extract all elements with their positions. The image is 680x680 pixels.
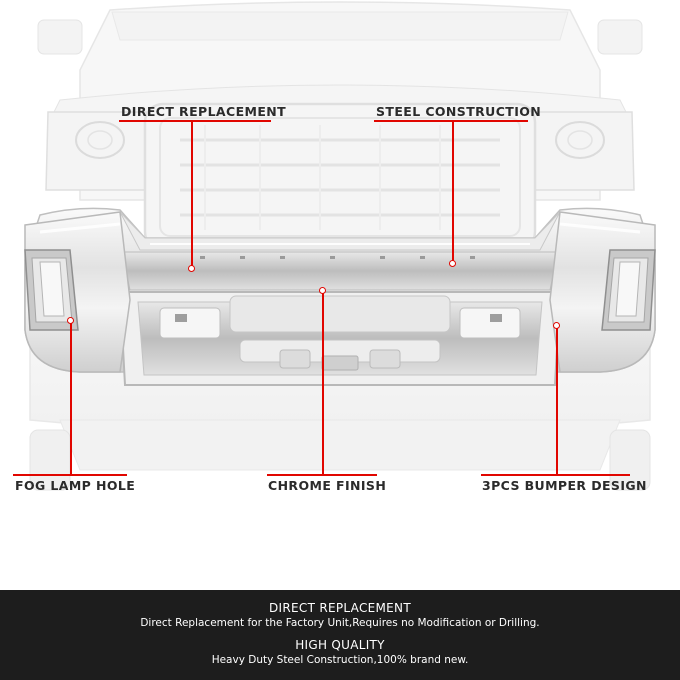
callout-steel-construction-marker [449, 260, 456, 267]
feature-title-high-quality: HIGH QUALITY [295, 638, 385, 652]
callout-bumper-design-underline [481, 474, 630, 476]
callout-bumper-design-label: 3PCS BUMPER DESIGN [482, 478, 647, 493]
callout-direct-replacement-marker [188, 265, 195, 272]
callout-fog-lamp-hole-label: FOG LAMP HOLE [15, 478, 136, 493]
callout-fog-lamp-hole-marker [67, 317, 74, 324]
callout-direct-replacement-leader [191, 121, 193, 268]
truck-bumper-illustration [24, 1, 656, 491]
callout-chrome-finish-leader [322, 293, 324, 474]
callout-direct-replacement-underline [119, 120, 271, 122]
callout-direct-replacement-label: DIRECT REPLACEMENT [121, 104, 287, 119]
callout-chrome-finish-underline [267, 474, 377, 476]
callout-chrome-finish-label: CHROME FINISH [268, 478, 387, 493]
feature-text-high-quality: Heavy Duty Steel Construction,100% brand… [211, 654, 469, 666]
feature-footer: DIRECT REPLACEMENT Direct Replacement fo… [0, 590, 680, 680]
callout-fog-lamp-hole-underline [13, 474, 127, 476]
callout-steel-construction-label: STEEL CONSTRUCTION [376, 104, 542, 119]
chrome-bumper [24, 207, 656, 386]
callout-bumper-design-leader [556, 328, 558, 474]
callout-fog-lamp-hole-leader [70, 323, 72, 474]
feature-text-direct-replacement: Direct Replacement for the Factory Unit,… [140, 617, 540, 629]
callout-steel-construction-leader [452, 121, 454, 263]
callout-steel-construction-underline [374, 120, 528, 122]
product-image: DIRECT REPLACEMENT STEEL CONSTRUCTION FO… [13, 1, 656, 493]
callout-bumper-design-marker [553, 322, 560, 329]
feature-title-direct-replacement: DIRECT REPLACEMENT [269, 601, 411, 615]
callout-chrome-finish-marker [319, 287, 326, 294]
